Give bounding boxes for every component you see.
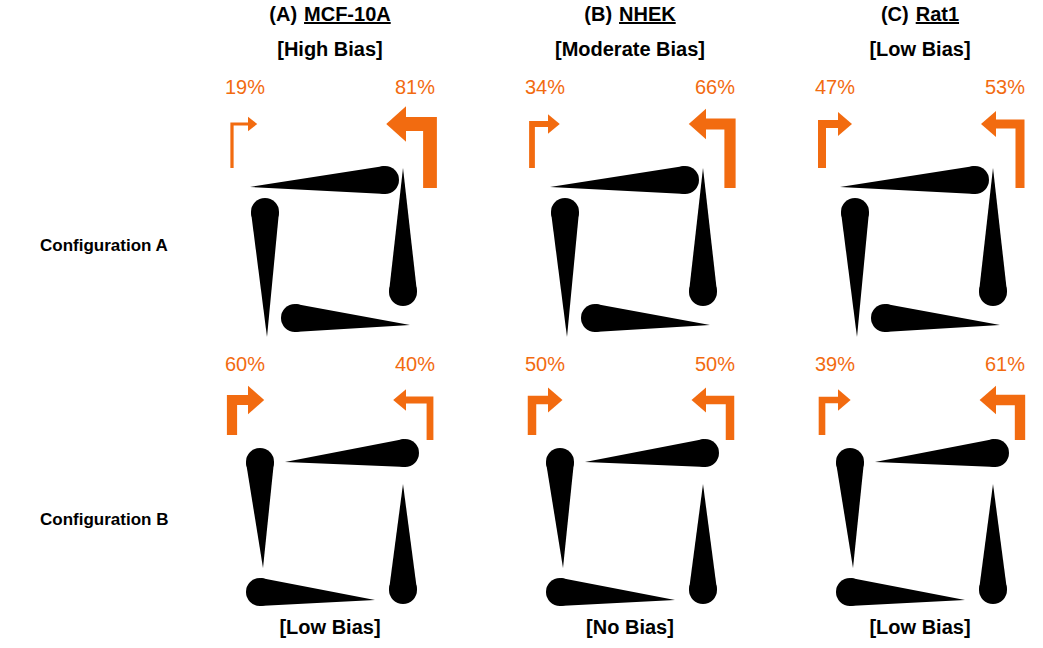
percentage: 19% <box>225 76 265 99</box>
teardrop-group <box>246 166 419 606</box>
percentage: 66% <box>695 76 735 99</box>
bias-label: [No Bias] <box>586 616 674 639</box>
row-label: Configuration B <box>40 510 168 530</box>
teardrop-group <box>836 166 1009 606</box>
turn-arrow <box>532 114 560 168</box>
panel-letter: (A) <box>269 3 297 26</box>
bias-label: [Low Bias] <box>869 616 970 639</box>
turn-arrow <box>232 117 257 168</box>
bias-label: [Low Bias] <box>869 38 970 61</box>
percentage: 39% <box>815 353 855 376</box>
cell-line-name: NHEK <box>619 3 676 26</box>
panel-letter: (C) <box>881 3 909 26</box>
percentage: 53% <box>985 76 1025 99</box>
column-header: (B) NHEK <box>584 3 675 26</box>
cell-line-name: MCF-10A <box>304 3 391 26</box>
percentage: 47% <box>815 76 855 99</box>
turn-arrow <box>386 106 430 188</box>
turn-arrow <box>822 389 851 435</box>
bias-label: [Moderate Bias] <box>555 38 705 61</box>
bias-label: [High Bias] <box>277 38 383 61</box>
percentage: 60% <box>225 353 265 376</box>
column-header: (A) MCF-10A <box>269 3 390 26</box>
cell-line-name: Rat1 <box>916 3 959 26</box>
column-header: (C) Rat1 <box>881 3 959 26</box>
turn-arrow <box>393 389 430 440</box>
row-label: Configuration A <box>40 236 168 256</box>
turn-arrow <box>692 388 731 441</box>
turn-arrow <box>981 111 1020 188</box>
turn-arrow <box>689 109 730 188</box>
percentage: 61% <box>985 353 1025 376</box>
teardrop-group <box>546 166 719 606</box>
turn-arrow <box>980 386 1020 440</box>
turn-arrow <box>532 388 563 436</box>
percentage: 81% <box>395 76 435 99</box>
percentage: 34% <box>525 76 565 99</box>
panel-letter: (B) <box>584 3 612 26</box>
bias-label: [Low Bias] <box>279 616 380 639</box>
percentage: 40% <box>395 353 435 376</box>
percentage: 50% <box>695 353 735 376</box>
turn-arrow <box>822 112 852 168</box>
percentage: 50% <box>525 353 565 376</box>
turn-arrow <box>232 386 264 435</box>
